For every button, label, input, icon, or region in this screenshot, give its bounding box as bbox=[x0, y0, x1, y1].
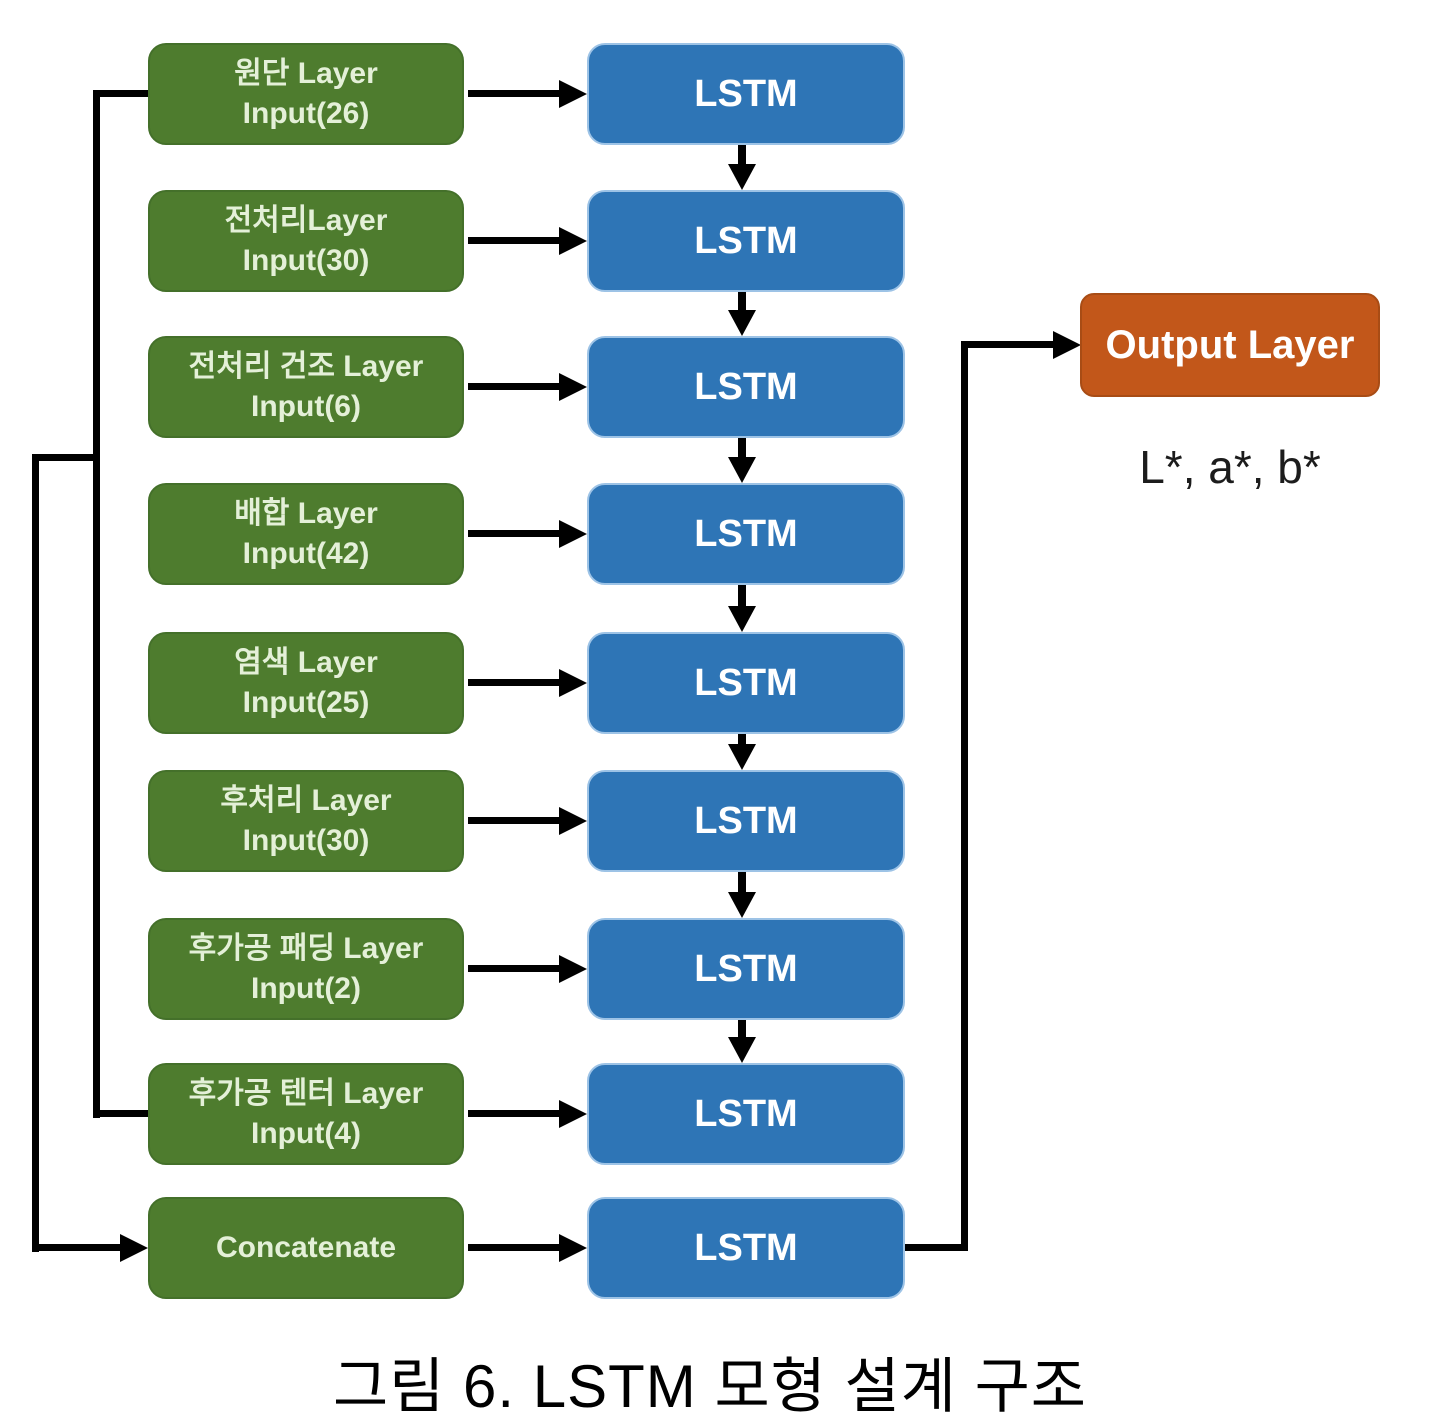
connector-line bbox=[738, 292, 746, 312]
arrow-head-icon bbox=[728, 892, 756, 918]
lstm-box-7: LSTM bbox=[587, 918, 905, 1020]
input-box-label: 전처리 건조 Layer bbox=[188, 349, 424, 383]
arrow-head-icon bbox=[559, 520, 587, 548]
connector-line-outer-vertical bbox=[32, 454, 39, 1252]
arrow-head-icon bbox=[559, 373, 587, 401]
input-box-sublabel: Input(30) bbox=[242, 244, 370, 277]
lstm-label: LSTM bbox=[694, 219, 798, 262]
lstm-box-6: LSTM bbox=[587, 770, 905, 872]
input-box-label: 후가공 패딩 Layer bbox=[188, 931, 424, 965]
lstm-label: LSTM bbox=[694, 799, 798, 842]
arrow-head-icon bbox=[559, 1234, 587, 1262]
input-box-label: 원단 Layer bbox=[234, 56, 378, 90]
lstm-box-9: LSTM bbox=[587, 1197, 905, 1299]
input-box-sublabel: Input(4) bbox=[251, 1117, 361, 1150]
connector-line-to-concatenate bbox=[32, 1244, 120, 1251]
arrow-head-icon bbox=[559, 227, 587, 255]
input-box-label: 후가공 텐터 Layer bbox=[188, 1076, 424, 1110]
connector-line-left-vertical bbox=[93, 90, 100, 1118]
connector-line bbox=[468, 965, 560, 972]
lstm-box-8: LSTM bbox=[587, 1063, 905, 1165]
arrow-head-icon bbox=[559, 669, 587, 697]
output-layer-label: Output Layer bbox=[1105, 322, 1355, 367]
input-box-label: Concatenate bbox=[215, 1230, 397, 1264]
connector-line-branch bbox=[32, 454, 97, 461]
input-box-sublabel: Input(42) bbox=[242, 537, 370, 570]
lstm-label: LSTM bbox=[694, 1092, 798, 1135]
input-box-label: 후처리 Layer bbox=[220, 783, 392, 817]
connector-line bbox=[738, 1020, 746, 1039]
connector-line bbox=[738, 872, 746, 894]
arrow-head-icon bbox=[728, 164, 756, 190]
connector-line-lstm-out bbox=[905, 1244, 965, 1251]
arrow-head-icon bbox=[559, 807, 587, 835]
output-values-text: L*, a*, b* bbox=[1139, 441, 1321, 493]
arrow-head-icon bbox=[728, 1037, 756, 1063]
input-box-sublabel: Input(30) bbox=[242, 824, 370, 857]
lstm-label: LSTM bbox=[694, 72, 798, 115]
concatenate-box: Concatenate bbox=[148, 1197, 464, 1299]
output-layer-box: Output Layer bbox=[1080, 293, 1380, 397]
arrow-head-icon bbox=[559, 1100, 587, 1128]
connector-line bbox=[738, 734, 746, 746]
arrow-head-icon bbox=[559, 80, 587, 108]
connector-line bbox=[468, 237, 560, 244]
connector-line-bottom-stub bbox=[97, 1110, 148, 1117]
arrow-head-icon bbox=[120, 1234, 148, 1262]
connector-line bbox=[738, 585, 746, 608]
lstm-box-3: LSTM bbox=[587, 336, 905, 438]
connector-line-to-output bbox=[961, 341, 1053, 348]
arrow-head-icon bbox=[1053, 331, 1081, 359]
lstm-label: LSTM bbox=[694, 512, 798, 555]
connector-line bbox=[468, 817, 560, 824]
arrow-head-icon bbox=[728, 457, 756, 483]
input-box-sublabel: Input(26) bbox=[242, 97, 370, 130]
lstm-box-1: LSTM bbox=[587, 43, 905, 145]
connector-line bbox=[468, 90, 560, 97]
arrow-head-icon bbox=[728, 744, 756, 770]
connector-line-output-vertical bbox=[961, 341, 968, 1251]
lstm-label: LSTM bbox=[694, 947, 798, 990]
lstm-box-4: LSTM bbox=[587, 483, 905, 585]
lstm-box-5: LSTM bbox=[587, 632, 905, 734]
lstm-label: LSTM bbox=[694, 661, 798, 704]
input-box-label: 전처리Layer bbox=[224, 203, 388, 237]
arrow-head-icon bbox=[728, 310, 756, 336]
connector-line bbox=[468, 383, 560, 390]
connector-line bbox=[468, 1244, 560, 1251]
arrow-head-icon bbox=[728, 606, 756, 632]
connector-line bbox=[738, 145, 746, 166]
connector-line bbox=[738, 438, 746, 459]
input-box-sublabel: Input(25) bbox=[242, 686, 370, 719]
arrow-head-icon bbox=[559, 955, 587, 983]
input-box-sublabel: Input(2) bbox=[251, 972, 361, 1005]
connector-line bbox=[468, 530, 560, 537]
connector-line-top-stub bbox=[97, 90, 148, 97]
input-box-label: 염색 Layer bbox=[234, 645, 378, 679]
connector-line bbox=[468, 679, 560, 686]
lstm-label: LSTM bbox=[694, 1226, 798, 1269]
lstm-label: LSTM bbox=[694, 365, 798, 408]
figure-caption: 그림 6. LSTM 모형 설계 구조 bbox=[332, 1353, 1087, 1420]
input-box-sublabel: Input(6) bbox=[251, 390, 361, 423]
input-box-label: 배합 Layer bbox=[234, 496, 378, 530]
connector-line bbox=[468, 1110, 560, 1117]
lstm-box-2: LSTM bbox=[587, 190, 905, 292]
